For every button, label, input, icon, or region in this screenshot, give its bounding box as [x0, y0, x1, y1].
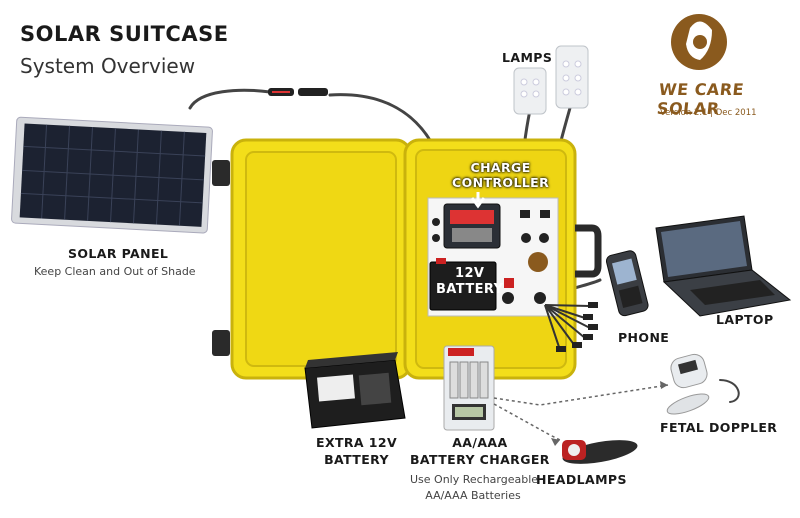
suitcase-lid — [212, 138, 412, 380]
fetal-doppler — [666, 353, 710, 415]
aa-charger-note: Use Only Rechargeable AA/AAA Batteries — [410, 473, 539, 502]
page-subtitle: System Overview — [20, 54, 196, 78]
we-care-solar-logo-mark — [671, 14, 727, 70]
doppler-cord — [719, 379, 740, 403]
headlamps-label: HEADLAMPS — [536, 472, 627, 487]
laptop — [655, 215, 792, 317]
battery-12v-label: 12V BATTERY — [436, 266, 504, 297]
dotted-connectors — [493, 384, 669, 441]
lamp-left — [513, 67, 547, 115]
headlamp — [562, 440, 638, 464]
solar-panel-note: Keep Clean and Out of Shade — [34, 265, 196, 278]
lamps-label: LAMPS — [502, 50, 553, 65]
page-title: SOLAR SUITCASE — [20, 22, 229, 46]
extra-battery — [304, 352, 406, 429]
solar-panel-label: SOLAR PANEL — [68, 246, 169, 261]
panel-cable — [188, 88, 272, 110]
laptop-label: LAPTOP — [716, 312, 774, 327]
aa-charger — [443, 345, 495, 431]
fetal-doppler-label: FETAL DOPPLER — [660, 420, 778, 435]
suitcase-body — [403, 138, 602, 380]
solar-panel — [11, 116, 213, 234]
phone-label: PHONE — [618, 330, 670, 345]
mobile-phone — [605, 250, 649, 317]
charge-controller-label: CHARGE CONTROLLER — [452, 160, 550, 190]
version-text: Version 2.1 | Dec 2011 — [660, 108, 757, 118]
phone-charger-tips — [544, 304, 591, 351]
aa-charger-label: AA/AAA BATTERY CHARGER — [410, 435, 550, 467]
lamp-right — [555, 45, 589, 109]
extra-battery-label: EXTRA 12V BATTERY — [316, 435, 398, 467]
mc4-connector — [268, 88, 328, 96]
